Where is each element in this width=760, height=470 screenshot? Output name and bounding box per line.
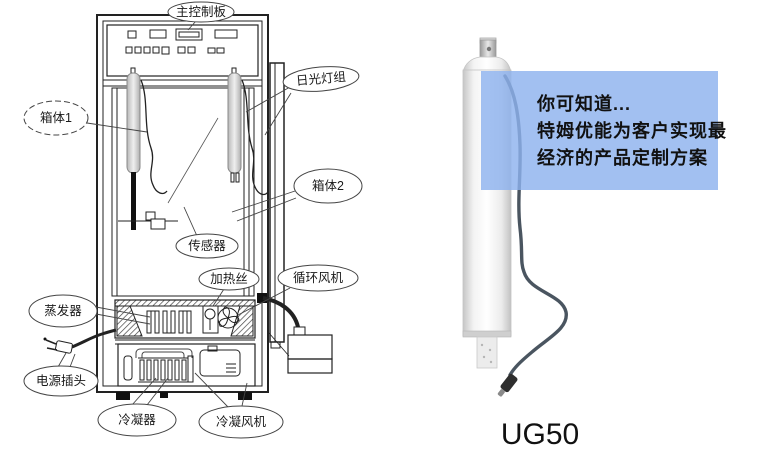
evaporator-compartment xyxy=(114,299,256,339)
cord-connector-plug xyxy=(497,373,518,397)
product-inner-tube xyxy=(476,336,498,369)
label-condenser-fan-text: 冷凝风机 xyxy=(216,414,267,429)
compressor xyxy=(199,345,241,377)
promo-callout: 你可知道... 特姆优能为客户实现最 经济的产品定制方案 xyxy=(481,71,727,190)
circulation-fan-symbol xyxy=(217,306,240,329)
label-main-control-board: 主控制板 xyxy=(167,1,235,23)
label-circulation-fan-text: 循环风机 xyxy=(293,271,344,285)
label-evaporator-text: 蒸发器 xyxy=(44,303,82,318)
label-evaporator: 蒸发器 xyxy=(28,294,98,328)
heater-element xyxy=(202,305,219,334)
diagram-labels: 主控制板 箱体1 日光灯组 箱体2 传感器 加热丝 循环风机 蒸发器 xyxy=(23,1,363,439)
label-cabinet1-text: 箱体1 xyxy=(40,110,72,125)
leader-lines xyxy=(57,20,297,408)
label-lamp-group: 日光灯组 xyxy=(282,66,360,92)
label-power-plug: 电源插头 xyxy=(23,365,99,397)
label-circulation-fan: 循环风机 xyxy=(277,264,359,292)
power-plug-drawing xyxy=(43,328,117,354)
label-condenser-text: 冷凝器 xyxy=(118,412,156,427)
label-condenser-fan: 冷凝风机 xyxy=(198,405,284,439)
label-cabinet2-text: 箱体2 xyxy=(312,178,344,193)
label-lamp-group-text: 日光灯组 xyxy=(295,70,346,88)
condenser-slats xyxy=(138,357,188,383)
chamber-interior xyxy=(111,87,255,297)
label-power-plug-text: 电源插头 xyxy=(36,374,86,388)
product-model-label: UG50 xyxy=(500,418,580,451)
external-box xyxy=(257,293,333,374)
label-condenser: 冷凝器 xyxy=(97,403,177,437)
product-shoulder xyxy=(462,56,512,73)
fluorescent-lamp-left xyxy=(126,67,168,230)
condenser-compartment xyxy=(117,343,256,387)
label-heating-wire: 加热丝 xyxy=(198,267,260,291)
label-cabinet2: 箱体2 xyxy=(293,168,363,204)
product-bottom-rim xyxy=(462,330,512,338)
sensor-assembly xyxy=(118,211,178,230)
callout-line-2: 特姆优能为客户实现最 xyxy=(537,121,727,141)
cabinet-feet xyxy=(116,392,252,400)
label-sensor: 传感器 xyxy=(175,233,239,259)
label-cabinet1: 箱体1 xyxy=(23,100,89,136)
label-main-control-board-text: 主控制板 xyxy=(176,5,227,19)
callout-line-3: 经济的产品定制方案 xyxy=(537,148,708,168)
fluorescent-lamp-right xyxy=(227,67,269,196)
callout-line-1: 你可知道... xyxy=(537,94,632,114)
evaporator-fins xyxy=(146,310,192,334)
label-sensor-text: 传感器 xyxy=(188,238,226,253)
label-heating-wire-text: 加热丝 xyxy=(210,272,248,286)
